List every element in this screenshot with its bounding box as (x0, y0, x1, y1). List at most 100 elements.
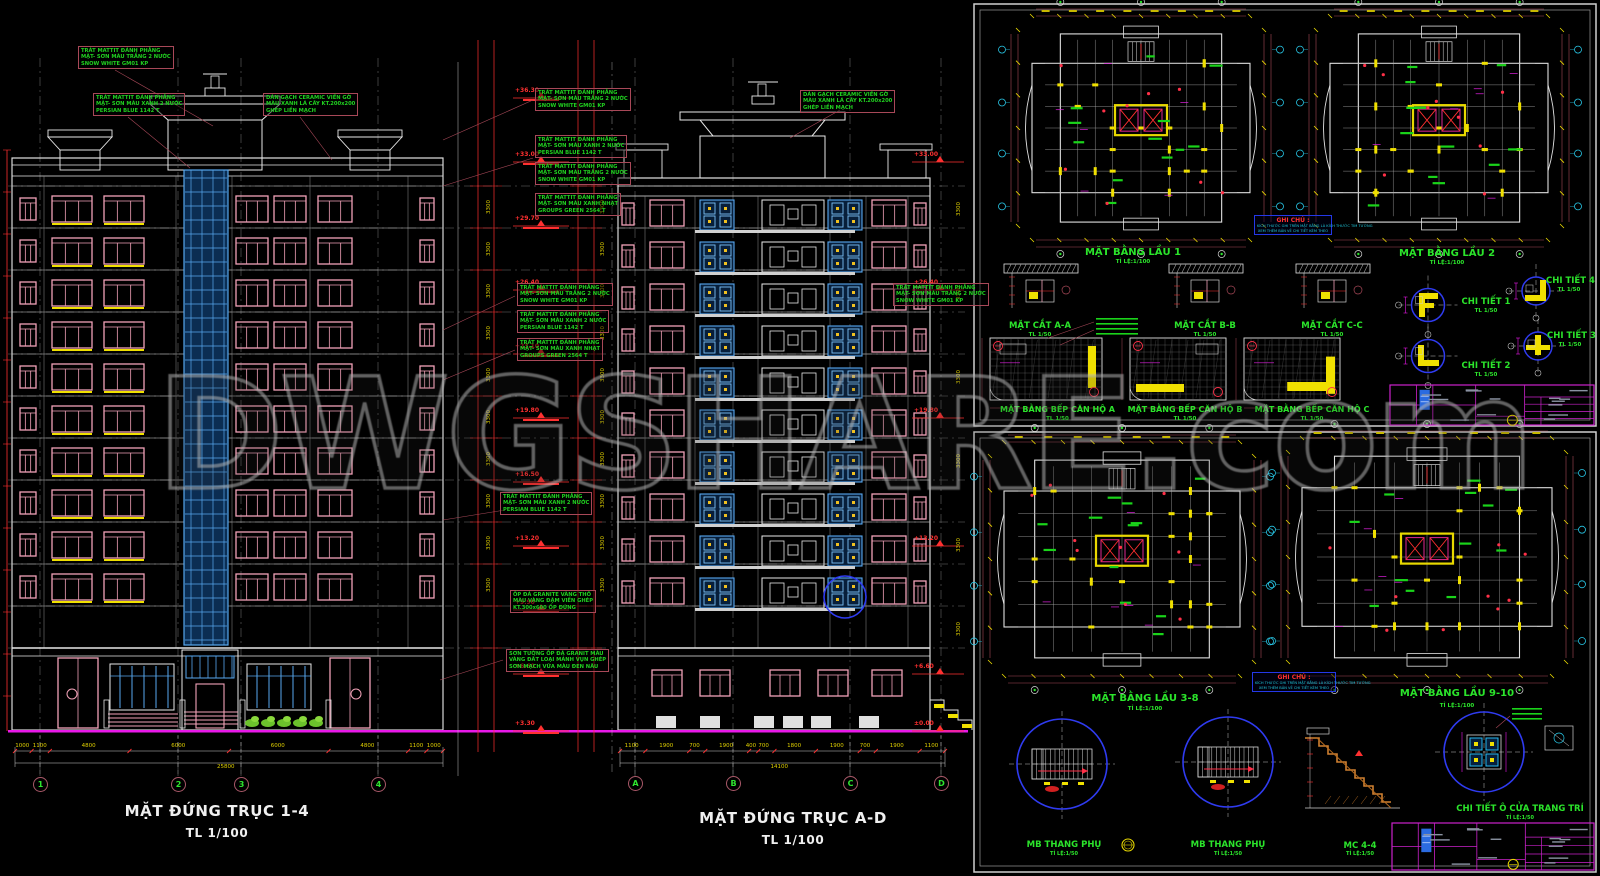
dim-label: 700 (758, 743, 769, 749)
dim-label: 400 (745, 743, 757, 749)
floor-dim-label: 3300 (956, 202, 962, 216)
detail-1-title: CHI TIẾT 1 (1461, 297, 1511, 307)
grid-bubble-a: A (628, 776, 643, 791)
level-label: +26.40 (914, 279, 939, 286)
plan-l910-scale: TỈ LỆ:1/100 (1439, 703, 1475, 709)
dim-label: 1800 (787, 743, 802, 749)
grid-bubble-2: 2 (171, 777, 186, 792)
grid-bubble-c: C (843, 776, 858, 791)
level-label: +33.00 (914, 151, 939, 158)
level-label: +13.20 (515, 535, 540, 542)
dim-label: 1900 (889, 743, 904, 749)
plan-l1-title: MẶT BẰNG LẦU 1 (1084, 247, 1182, 258)
kitchen-plan-c (1235, 337, 1341, 409)
kitchen-b-scale: TL 1/50 (1173, 416, 1197, 422)
detail-3-title: CHI TIẾT 3 (1547, 331, 1596, 341)
level-label: +33.00 (515, 151, 540, 158)
detail-4-title: CHI TIẾT 4 (1546, 276, 1595, 286)
dim-label: 4800 (360, 743, 375, 749)
floor-dim-label: 3300 (486, 326, 492, 340)
level-label: +6.60 (914, 663, 934, 670)
floor-dim-label: 3300 (486, 368, 492, 382)
stair-plan-2-drawing (1175, 709, 1281, 817)
floor-dim-label: 3300 (600, 368, 606, 382)
stair-plan-1-scale: TỈ LỆ:1/50 (1050, 851, 1078, 857)
section-cc-scale: TL 1/50 (1320, 332, 1344, 338)
grid-bubble-b: B (726, 776, 741, 791)
floor-dim-label: 3300 (956, 454, 962, 468)
dim-label: 1900 (829, 743, 844, 749)
stair-plan-2-title: MB THANG PHỤ (1190, 840, 1266, 850)
dim-label: 1100 (924, 743, 939, 749)
stair-plan-1-title: MB THANG PHỤ (1026, 840, 1102, 850)
dim-label: 6000 (171, 743, 186, 749)
floor-dim-label: 3300 (486, 410, 492, 424)
left-sheet-axes (3, 58, 965, 776)
detail-2-drawing (1395, 326, 1458, 389)
detail-2-scale: TL 1/50 (1474, 372, 1498, 378)
detail-2-title: CHI TIẾT 2 (1461, 361, 1511, 371)
elevation-1-scale: TL 1/100 (185, 826, 249, 840)
mc-44-scale: TỈ LỆ:1/50 (1346, 851, 1374, 857)
section-cc-title: MẶT CẮT C-C (1301, 321, 1363, 331)
stair-1-badge (1121, 838, 1135, 852)
floor-plan-lau-3-8 (970, 424, 1274, 694)
detail-4-drawing (1505, 264, 1563, 322)
floor-plan-lau-1 (998, 0, 1284, 258)
sheet-border-top (973, 3, 1597, 427)
kitchen-c-title: MẶT BẰNG BẾP CĂN HỘ C (1254, 405, 1370, 414)
level-label: +3.30 (515, 720, 535, 727)
dim-label: 1900 (659, 743, 674, 749)
door-detail-notes (1495, 708, 1574, 751)
floor-dim-label: 3300 (600, 578, 606, 592)
note-box-top-sheet: GHI CHÚ : KÍCH THƯỚC GHI TRÊN MẶT BẰNG L… (1254, 215, 1373, 236)
dim-label: 1100 (409, 743, 424, 749)
detail-3-drawing (1507, 319, 1565, 377)
floor-dim-label: 3300 (486, 452, 492, 466)
kitchen-a-notes (1047, 318, 1138, 346)
dim-label: 1100 (32, 743, 47, 749)
elevation-2-scale: TL 1/100 (761, 833, 825, 847)
level-label: +23.10 (515, 343, 540, 350)
door-detail-drawing (1435, 703, 1533, 801)
detail-4-scale: TL 1/50 (1557, 287, 1581, 293)
floor-dim-label: 3300 (600, 452, 606, 466)
floor-dim-label: 3300 (486, 494, 492, 508)
level-label: +9.90 (515, 599, 535, 606)
section-aa-scale: TL 1/50 (1028, 332, 1052, 338)
grid-bubble-3: 3 (234, 777, 249, 792)
floor-dim-label: 3300 (956, 622, 962, 636)
floor-dim-label: 3300 (600, 536, 606, 550)
dim-label: 1100 (624, 743, 639, 749)
plan-l1-scale: TỈ LỆ:1/100 (1115, 259, 1151, 265)
section-aa-title: MẶT CẮT A-A (1008, 321, 1072, 331)
dim-label: 700 (689, 743, 700, 749)
plan-l2-scale: TỈ LỆ:1/100 (1429, 260, 1465, 266)
kitchen-plan-a (981, 337, 1103, 409)
grid-bubble-1: 1 (33, 777, 48, 792)
dim-total-label: 25800 (217, 764, 235, 770)
section-cc-drawing (1295, 263, 1371, 308)
floor-dim-label: 3300 (600, 242, 606, 256)
section-bb-title: MẶT CẮT B-B (1174, 321, 1236, 331)
door-detail-title: CHI TIẾT Ô CỬA TRANG TRÍ (1456, 804, 1584, 814)
kitchen-c-scale: TL 1/50 (1300, 416, 1324, 422)
level-label: +26.40 (515, 279, 540, 286)
note-box-bottom-sheet: GHI CHÚ : KÍCH THƯỚC GHI TRÊN MẶT BẰNG L… (1252, 672, 1371, 693)
elevation-1-title: MẶT ĐỨNG TRỤC 1-4 (124, 802, 310, 820)
floor-dim-label: 3300 (486, 284, 492, 298)
grid-bubble-d: D (934, 776, 949, 791)
level-label: +29.70 (515, 215, 540, 222)
